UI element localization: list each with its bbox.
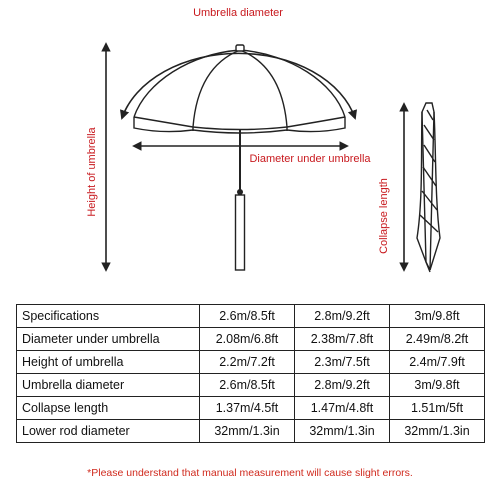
collapsed-umbrella bbox=[416, 102, 441, 273]
spec-value-cell: 32mm/1.3in bbox=[294, 419, 390, 443]
spec-value-cell: 2.6m/8.5ft bbox=[199, 373, 295, 397]
spec-value-cell: 2.8m/9.2ft bbox=[294, 304, 390, 328]
spec-value-cell: 32mm/1.3in bbox=[199, 419, 295, 443]
spec-value-cell: 1.47m/4.8ft bbox=[294, 396, 390, 420]
umbrella-diameter-label: Umbrella diameter bbox=[193, 7, 283, 19]
spec-value-cell: 2.6m/8.5ft bbox=[199, 304, 295, 328]
spec-value-cell: 1.51m/5ft bbox=[389, 396, 485, 420]
spec-value-cell: 1.37m/4.5ft bbox=[199, 396, 295, 420]
spec-value-cell: 2.8m/9.2ft bbox=[294, 373, 390, 397]
spec-value-cell: 2.49m/8.2ft bbox=[389, 327, 485, 351]
spec-value-cell: 2.3m/7.5ft bbox=[294, 350, 390, 374]
measurement-note: *Please understand that manual measureme… bbox=[87, 467, 413, 479]
diameter-under-label: Diameter under umbrella bbox=[249, 153, 371, 165]
spec-value-cell: 2.2m/7.2ft bbox=[199, 350, 295, 374]
row-label: Umbrella diameter bbox=[16, 373, 200, 397]
row-label: Lower rod diameter bbox=[16, 419, 200, 443]
spec-value-cell: 32mm/1.3in bbox=[389, 419, 485, 443]
spec-value-cell: 2.38m/7.8ft bbox=[294, 327, 390, 351]
spec-value-cell: 2.4m/7.9ft bbox=[389, 350, 485, 374]
spec-value-cell: 2.08m/6.8ft bbox=[199, 327, 295, 351]
collapse-label: Collapse length bbox=[378, 178, 390, 254]
spec-value-cell: 3m/9.8ft bbox=[389, 373, 485, 397]
umbrella-pole bbox=[234, 130, 246, 271]
umbrella-diameter-arrow bbox=[120, 52, 357, 120]
umbrella-canopy bbox=[133, 44, 346, 134]
spec-value-cell: 3m/9.8ft bbox=[389, 304, 485, 328]
umbrella-diagram: Umbrella diameter Diameter under umbrell… bbox=[86, 7, 441, 273]
height-label: Height of umbrella bbox=[86, 126, 98, 216]
row-label: Specifications bbox=[16, 304, 200, 328]
row-label: Diameter under umbrella bbox=[16, 327, 200, 351]
row-label: Collapse length bbox=[16, 396, 200, 420]
row-label: Height of umbrella bbox=[16, 350, 200, 374]
